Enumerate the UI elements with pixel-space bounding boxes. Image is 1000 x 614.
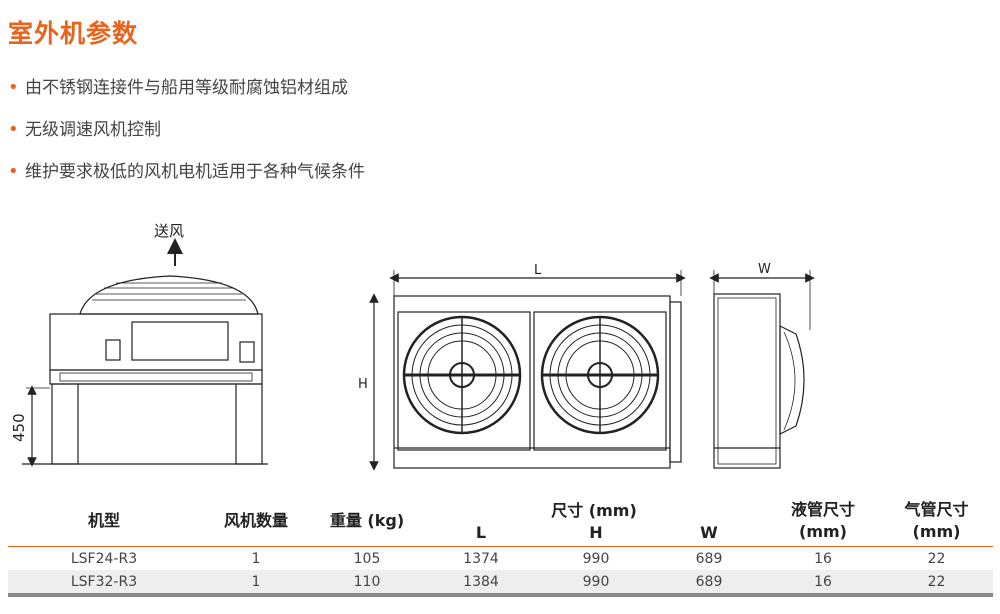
spec-table: 机型 风机数量 重量 (kg) 尺寸 (mm) 液管尺寸 (mm) 气管尺寸 (… <box>8 496 993 597</box>
feature-item: •维护要求极低的风机电机适用于各种气候条件 <box>8 161 365 182</box>
unit-drawings: 送风 450 L H <box>10 222 815 471</box>
col-header-gas: 气管尺寸 (mm) <box>904 500 969 541</box>
table-row: LSF24-R3 1 105 1374 990 689 16 22 <box>8 546 993 570</box>
bullet-icon: • <box>8 119 19 140</box>
height-dimension-label: H <box>358 377 368 392</box>
page-title: 室外机参数 <box>8 19 139 48</box>
front-view-drawing: L H <box>358 263 686 471</box>
col-header-L: L <box>475 523 487 542</box>
width-dimension: W <box>758 262 771 277</box>
bullet-icon: • <box>8 161 19 182</box>
airflow-label: 送风 <box>154 222 184 240</box>
fan-icon <box>540 315 660 435</box>
feature-item: •由不锈钢连接件与船用等级耐腐蚀铝材组成 <box>8 77 348 98</box>
col-header-weight: 重量 (kg) <box>329 511 405 530</box>
spec-table-container: 机型 风机数量 重量 (kg) 尺寸 (mm) 液管尺寸 (mm) 气管尺寸 (… <box>8 496 993 597</box>
table-subheader-row: L H W <box>8 522 993 547</box>
col-header-dims: 尺寸 (mm) <box>551 501 637 520</box>
side-view-drawing: 送风 450 <box>10 222 268 467</box>
feature-item: •无级调速风机控制 <box>8 119 161 140</box>
height-dimension: 450 <box>10 413 28 442</box>
col-header-model: 机型 <box>87 511 120 530</box>
feature-list: •由不锈钢连接件与船用等级耐腐蚀铝材组成 •无级调速风机控制 •维护要求极低的风… <box>8 76 365 202</box>
length-dimension: L <box>534 263 542 278</box>
table-row: LSF32-R3 1 110 1384 990 689 16 22 <box>8 570 993 597</box>
col-header-H: H <box>589 523 603 542</box>
fan-icon <box>402 315 522 435</box>
col-header-W: W <box>700 523 718 542</box>
table-header-row: 机型 风机数量 重量 (kg) 尺寸 (mm) 液管尺寸 (mm) 气管尺寸 (… <box>8 496 993 541</box>
col-header-fans: 风机数量 <box>223 511 288 530</box>
end-view-drawing: W <box>709 262 815 469</box>
col-header-liquid: 液管尺寸 (mm) <box>790 500 855 541</box>
bullet-icon: • <box>8 77 19 98</box>
